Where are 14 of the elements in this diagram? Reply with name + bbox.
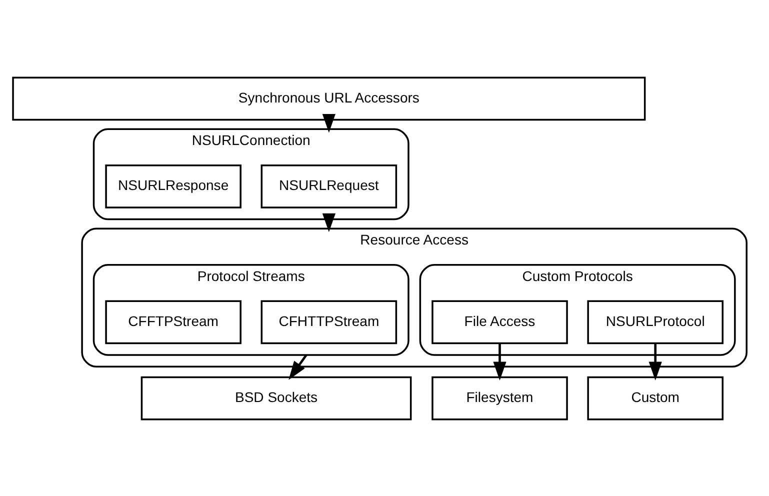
node-box: BSD Sockets [140, 376, 412, 420]
node-box: CFHTTPStream [260, 300, 398, 344]
arrow [288, 354, 308, 380]
node-box: NSURLProtocol [587, 300, 724, 344]
arrow [648, 343, 662, 380]
node-box: File Access [432, 300, 568, 344]
node-box: Filesystem [432, 376, 568, 420]
arrow [322, 212, 336, 232]
arrow [322, 113, 336, 132]
arrow [493, 343, 506, 380]
node-box: Custom [587, 376, 724, 420]
node-box: NSURLResponse [105, 164, 242, 208]
node-box: NSURLRequest [260, 164, 398, 208]
node-box: CFFTPStream [105, 300, 242, 344]
